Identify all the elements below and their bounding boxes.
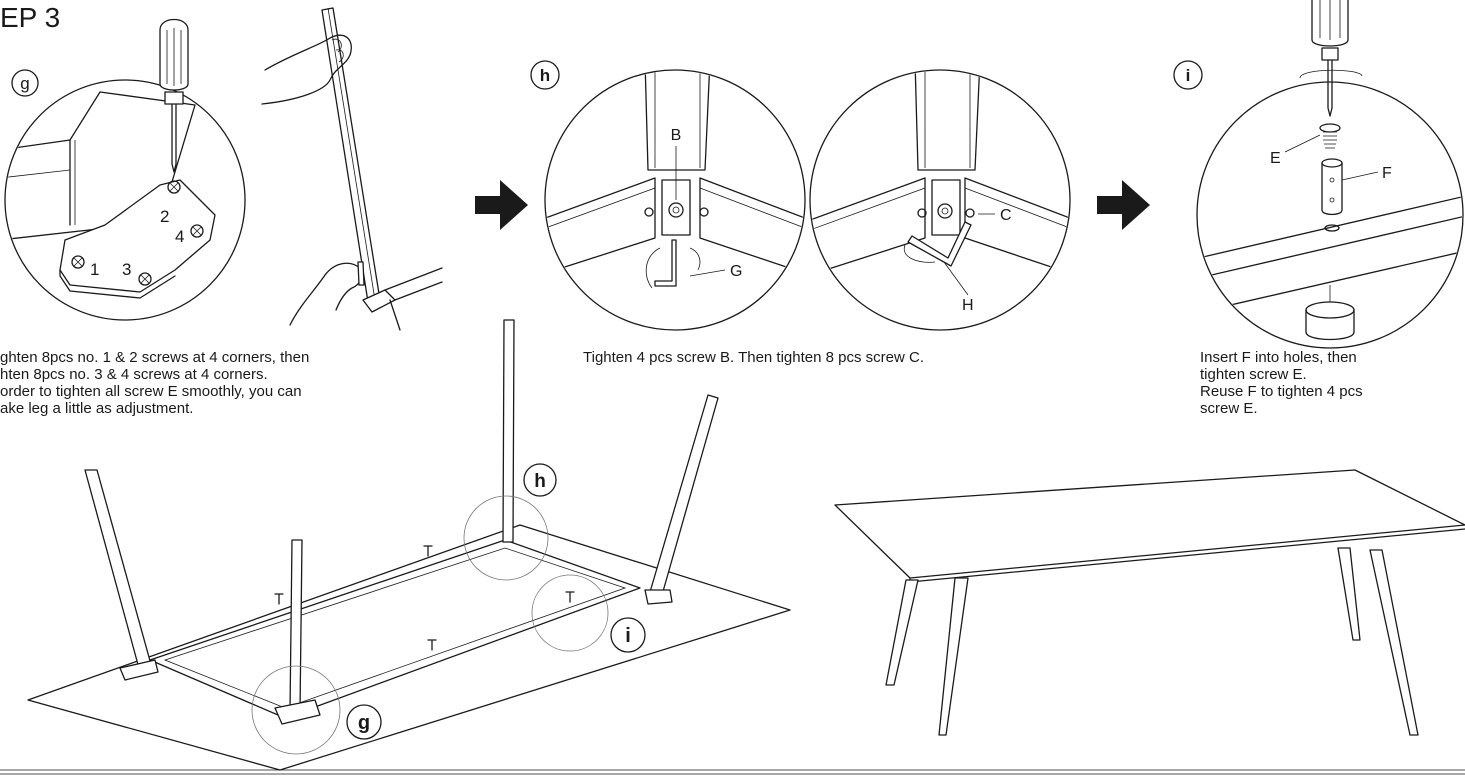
detail-circle-i xyxy=(1196,81,1464,349)
badge-h-top xyxy=(530,60,560,90)
detail-i: i E xyxy=(1173,0,1464,349)
hand-icon-lower xyxy=(289,261,365,326)
step-title: EP 3 xyxy=(0,2,61,33)
finished-leg-2 xyxy=(938,577,969,736)
screw-number-2: 2 xyxy=(160,207,169,226)
zoom-circle-g xyxy=(251,665,341,755)
finished-leg-4 xyxy=(1369,549,1419,736)
caption-i: Insert F into holes, then tighten screw … xyxy=(1200,349,1363,417)
plate-screws xyxy=(71,180,204,286)
screwdriver-icon-2 xyxy=(1299,0,1363,117)
part-label-b: B xyxy=(671,127,682,144)
detail-circle-g xyxy=(4,79,246,321)
leg-left xyxy=(84,469,153,673)
hand-icon xyxy=(261,34,352,105)
part-f xyxy=(1321,158,1343,232)
leg-front xyxy=(289,539,303,713)
tabletop-underside xyxy=(27,524,791,771)
part-label-h: H xyxy=(962,297,974,314)
table-assembly-upside-down: h i g xyxy=(27,319,791,771)
badge-i-table-label: i xyxy=(625,625,631,647)
badge-h-table-label: h xyxy=(534,471,546,492)
detail-g: g 2 4 1 3 xyxy=(4,18,246,321)
hand-leg-illustration xyxy=(261,7,443,331)
zoom-circle-i xyxy=(531,574,609,652)
zoom-circle-h xyxy=(463,495,549,581)
screw-e xyxy=(1319,123,1341,149)
arrow-right-icon xyxy=(475,180,528,230)
allen-key-icon xyxy=(645,239,701,289)
badge-g-top xyxy=(11,69,39,97)
part-label-e: E xyxy=(1270,150,1281,167)
arrow-right-icon-2 xyxy=(1097,180,1150,230)
badge-g-table xyxy=(346,704,382,740)
allen-key-icon-2 xyxy=(903,221,972,267)
part-label-f: F xyxy=(1382,165,1392,182)
detail-circle-h-right xyxy=(809,69,1071,331)
leg-right xyxy=(649,394,719,596)
finished-leg-3 xyxy=(1337,547,1361,641)
badge-h-top-label: h xyxy=(540,66,550,85)
badge-h-table xyxy=(523,463,557,497)
badge-g-table-label: g xyxy=(358,712,370,734)
frame-screws xyxy=(274,545,575,651)
badge-i-top xyxy=(1173,60,1203,90)
caption-g: ghten 8pcs no. 1 & 2 screws at 4 corners… xyxy=(0,349,310,417)
bottom-rule xyxy=(0,769,1465,775)
table-finished xyxy=(834,469,1465,736)
detail-h: h B G xyxy=(530,60,1071,331)
leg-back xyxy=(502,319,515,543)
part-label-g: G xyxy=(730,263,742,280)
part-label-c: C xyxy=(1000,207,1012,224)
badge-i-top-label: i xyxy=(1186,66,1191,85)
screw-number-4: 4 xyxy=(175,227,184,246)
badge-g-top-label: g xyxy=(20,74,29,93)
screwdriver-icon xyxy=(159,18,189,173)
detail-circle-h-left xyxy=(544,69,806,331)
caption-h: Tighten 4 pcs screw B. Then tighten 8 pc… xyxy=(583,349,924,366)
screw-number-3: 3 xyxy=(122,260,131,279)
screw-number-1: 1 xyxy=(90,260,99,279)
finished-tabletop xyxy=(834,469,1465,579)
badge-i-table xyxy=(610,617,646,653)
finished-leg-1 xyxy=(885,579,919,686)
